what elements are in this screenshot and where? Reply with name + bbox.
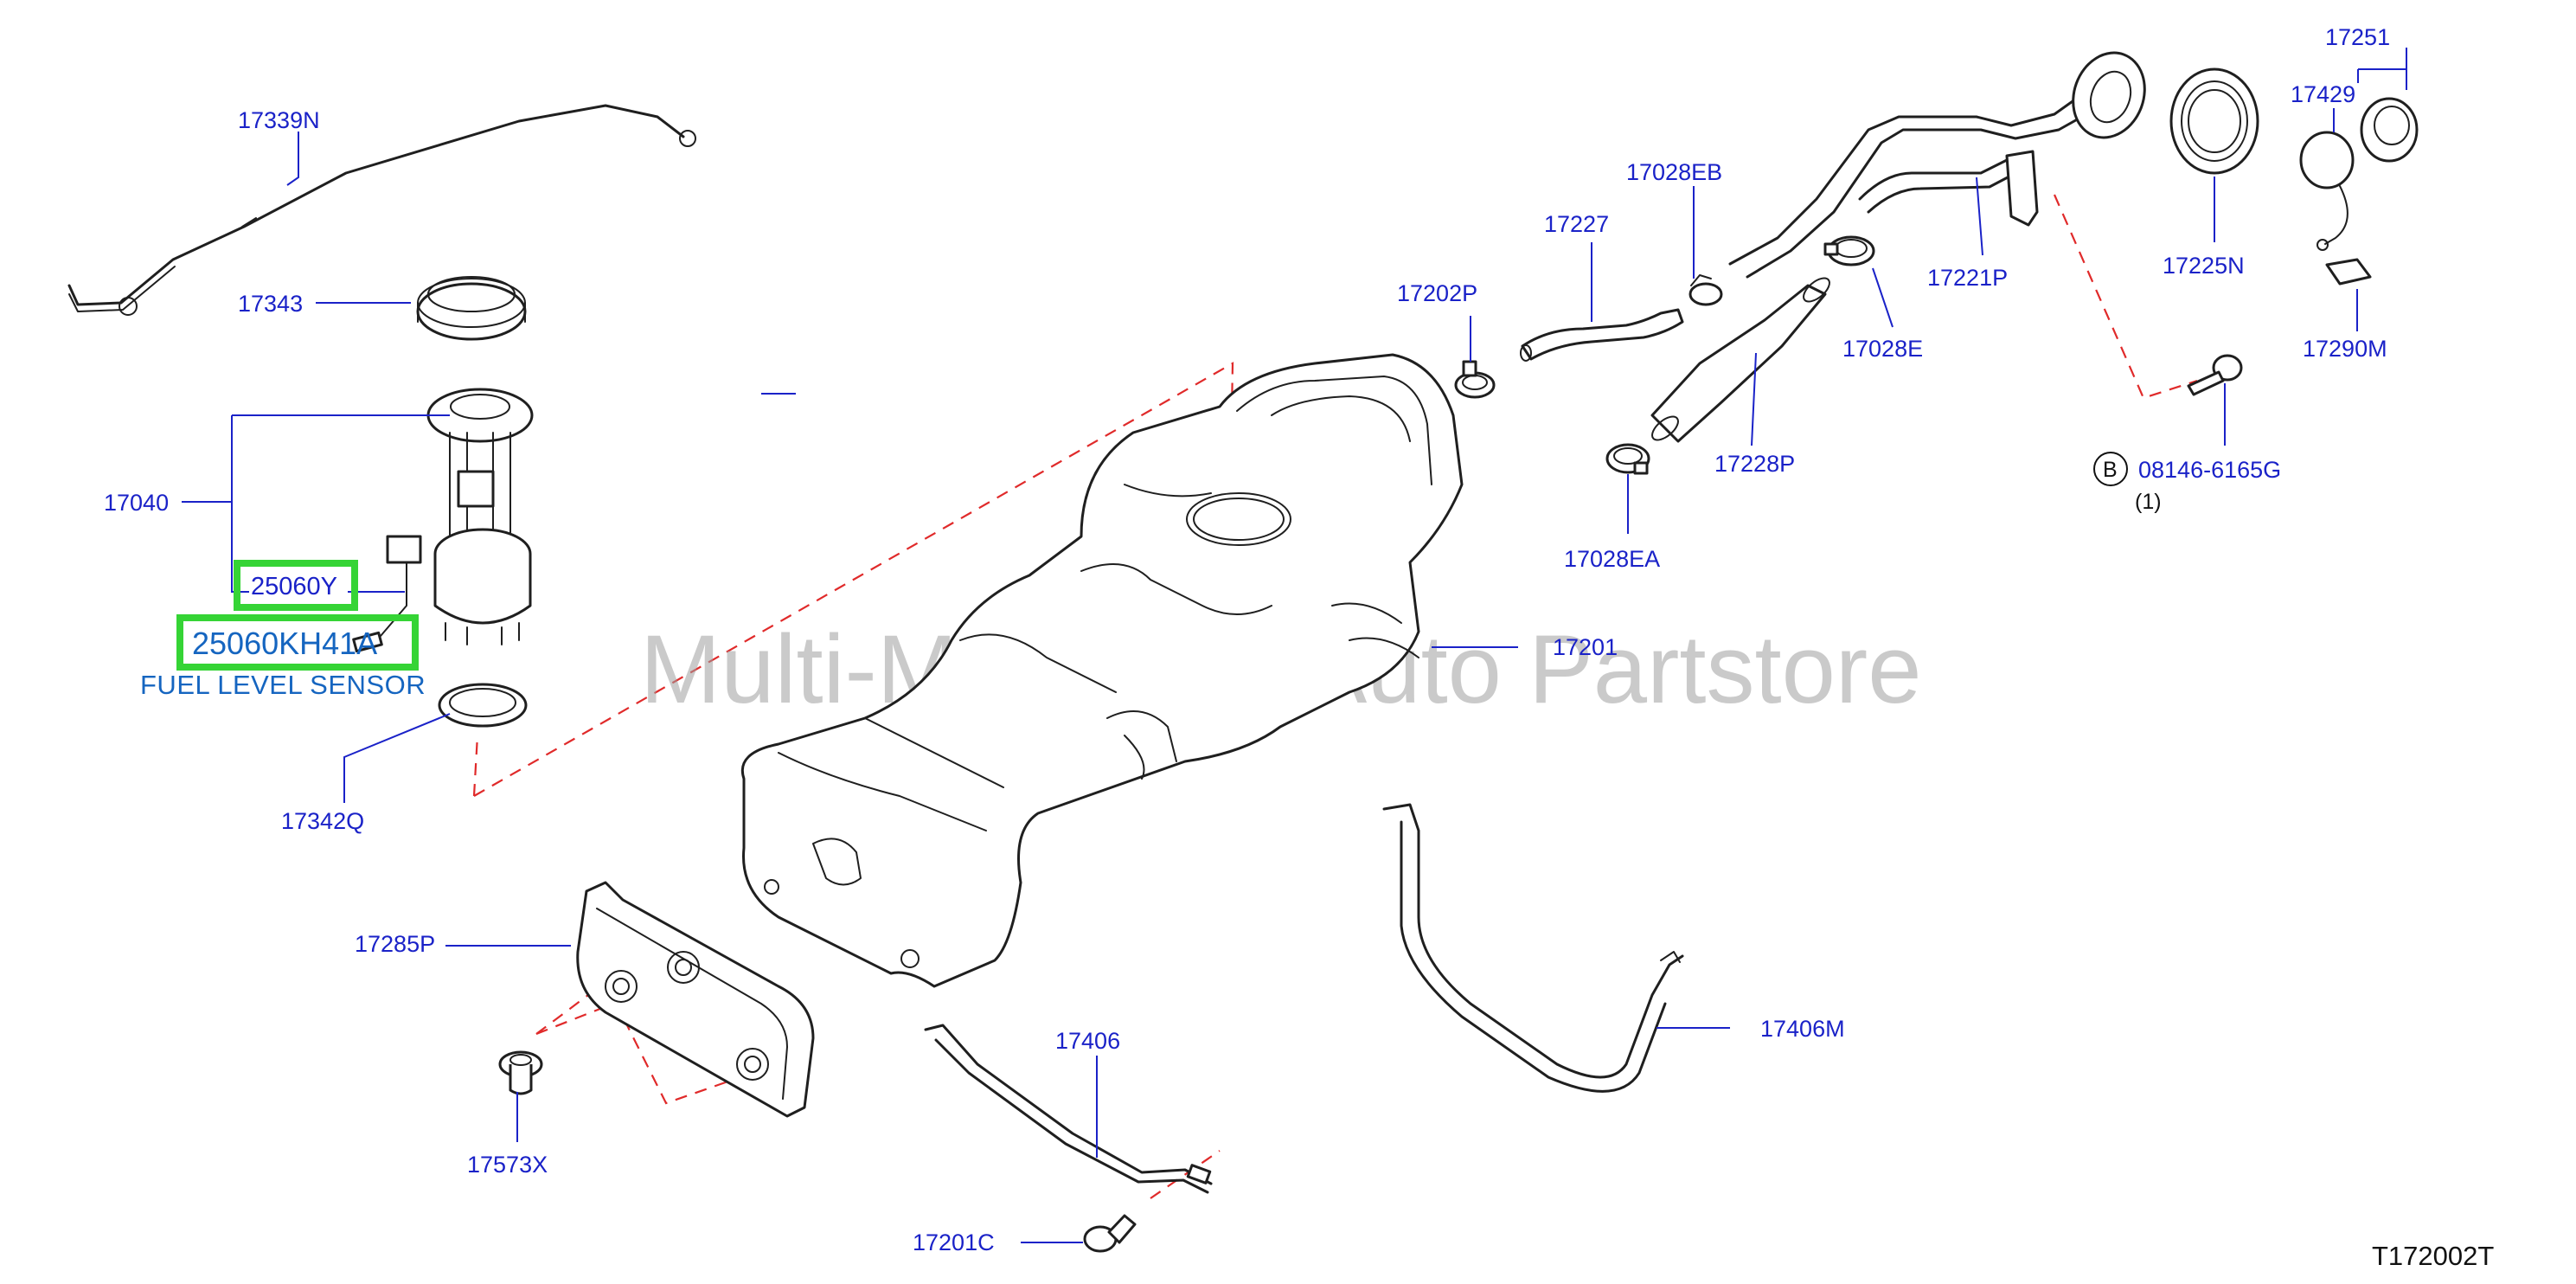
- label-17225n[interactable]: 17225N: [2163, 253, 2245, 279]
- part-17201c-bolt: [1083, 1214, 1137, 1253]
- fuel-tank: [741, 353, 1464, 988]
- part-17290m-label: [2325, 258, 2372, 286]
- label-17028eb[interactable]: 17028EB: [1626, 159, 1722, 185]
- part-17406-band: [924, 1024, 1213, 1194]
- bolt-quantity: (1): [2135, 490, 2162, 514]
- label-17573x[interactable]: 17573X: [467, 1152, 548, 1178]
- label-17251[interactable]: 17251: [2325, 24, 2390, 50]
- part-17228p-hose: [1650, 277, 1830, 443]
- label-17406m[interactable]: 17406M: [1760, 1016, 1845, 1042]
- part-17028e-clamp: [1823, 235, 1875, 266]
- highlight-box-25060y: [234, 560, 358, 611]
- label-17028ea[interactable]: 17028EA: [1564, 546, 1660, 572]
- part-17343-lock-ring: [416, 276, 527, 341]
- label-17028e[interactable]: 17028E: [1842, 336, 1923, 362]
- diagram-code: T172002T: [2372, 1241, 2494, 1271]
- part-17040-pump-module: [352, 388, 534, 653]
- label-17227[interactable]: 17227: [1544, 211, 1609, 237]
- part-17227-hose: [1520, 308, 1684, 362]
- part-17342q-seal: [438, 683, 528, 728]
- bolt-symbol-circle: [2093, 452, 2128, 486]
- label-17339n[interactable]: 17339N: [238, 107, 320, 133]
- label-17201[interactable]: 17201: [1553, 634, 1618, 660]
- leader-lines: [182, 48, 2407, 1243]
- label-17406[interactable]: 17406: [1055, 1028, 1120, 1054]
- part-17339n-tube: [67, 104, 696, 316]
- label-17202p[interactable]: 17202P: [1397, 280, 1477, 306]
- label-25060kh41a[interactable]: 25060KH41A: [192, 626, 377, 661]
- fuel-level-sensor-caption: FUEL LEVEL SENSOR: [140, 670, 426, 700]
- part-labels: 17339N 17343 17040 25060Y 25060KH41A FUE…: [104, 24, 2494, 1271]
- part-17429-o-ring: [2299, 131, 2355, 251]
- label-25060y[interactable]: 25060Y: [251, 573, 337, 600]
- label-17285p[interactable]: 17285P: [355, 931, 435, 957]
- label-17429[interactable]: 17429: [2291, 81, 2355, 107]
- bolt-symbol-letter: B: [2103, 458, 2118, 482]
- label-17342q[interactable]: 17342Q: [281, 808, 364, 834]
- label-17343[interactable]: 17343: [238, 291, 303, 317]
- part-08146-bolt: [2187, 354, 2243, 396]
- label-17040[interactable]: 17040: [104, 490, 169, 516]
- part-17573x-clip: [498, 1050, 543, 1095]
- part-17251-filler-cap: [2360, 97, 2419, 163]
- part-17028ea-clamp: [1605, 443, 1650, 475]
- label-17221p[interactable]: 17221P: [1927, 265, 2008, 291]
- part-17202p-clamp: [1454, 360, 1496, 399]
- label-17201c[interactable]: 17201C: [913, 1229, 995, 1255]
- part-17285p-protector: [576, 881, 815, 1118]
- part-17225n-seal: [2169, 67, 2259, 175]
- label-08146-6165g[interactable]: 08146-6165G: [2138, 457, 2281, 483]
- label-17228p[interactable]: 17228P: [1714, 451, 1795, 477]
- alignment-dashes: [472, 194, 2198, 1199]
- part-17406m-band: [1382, 803, 1684, 1093]
- part-17221p-filler-tube: [1728, 51, 2146, 279]
- highlight-box-25060kh41a: [176, 614, 419, 671]
- part-17028eb-clip: [1688, 274, 1723, 306]
- label-17290m[interactable]: 17290M: [2303, 336, 2387, 362]
